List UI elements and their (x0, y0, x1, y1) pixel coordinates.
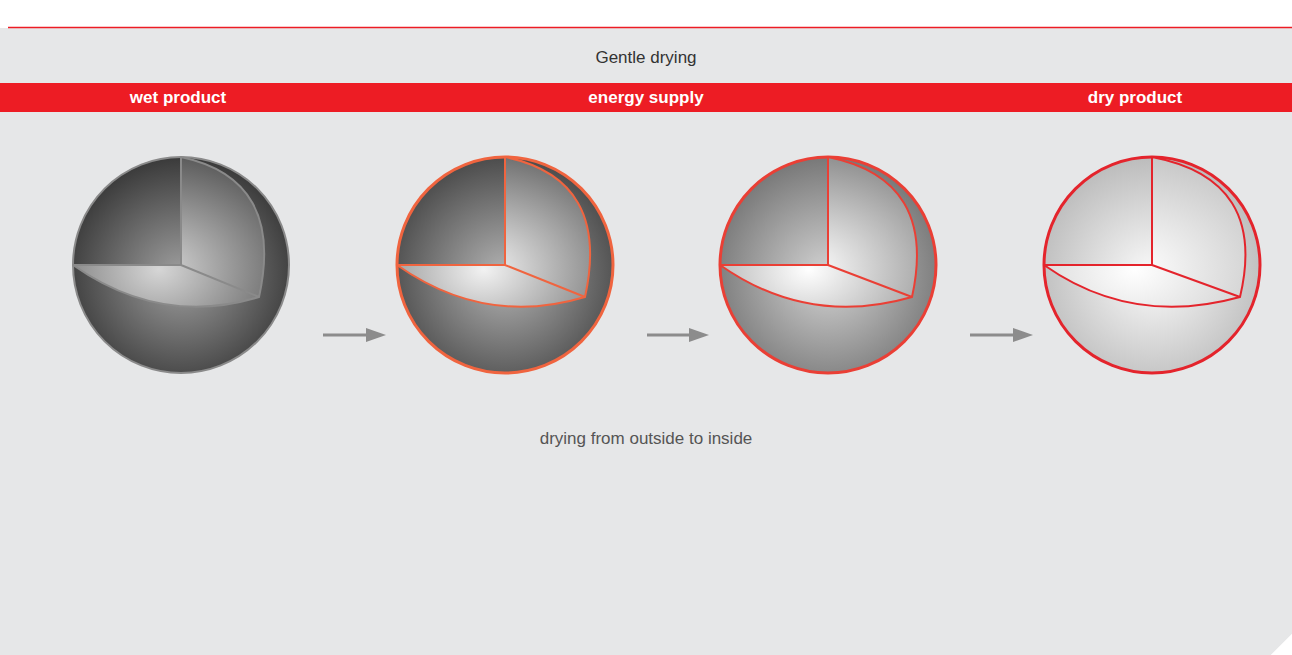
drying-sphere (720, 157, 936, 373)
diagram-caption: drying from outside to inside (346, 429, 946, 449)
dry-sphere (1044, 157, 1260, 373)
stage-label: wet product (28, 83, 328, 112)
drying-sphere (397, 157, 613, 373)
diagram-title: Gentle drying (346, 48, 946, 68)
stage-label: energy supply (496, 83, 796, 112)
process-arrows (323, 328, 1033, 342)
top-rule (8, 27, 1292, 29)
folded-corner (1271, 634, 1292, 655)
wet-sphere (73, 157, 289, 373)
background-panel (0, 28, 1292, 655)
stage-label: dry product (985, 83, 1285, 112)
header-band: wet product energy supply dry product (0, 83, 1292, 112)
